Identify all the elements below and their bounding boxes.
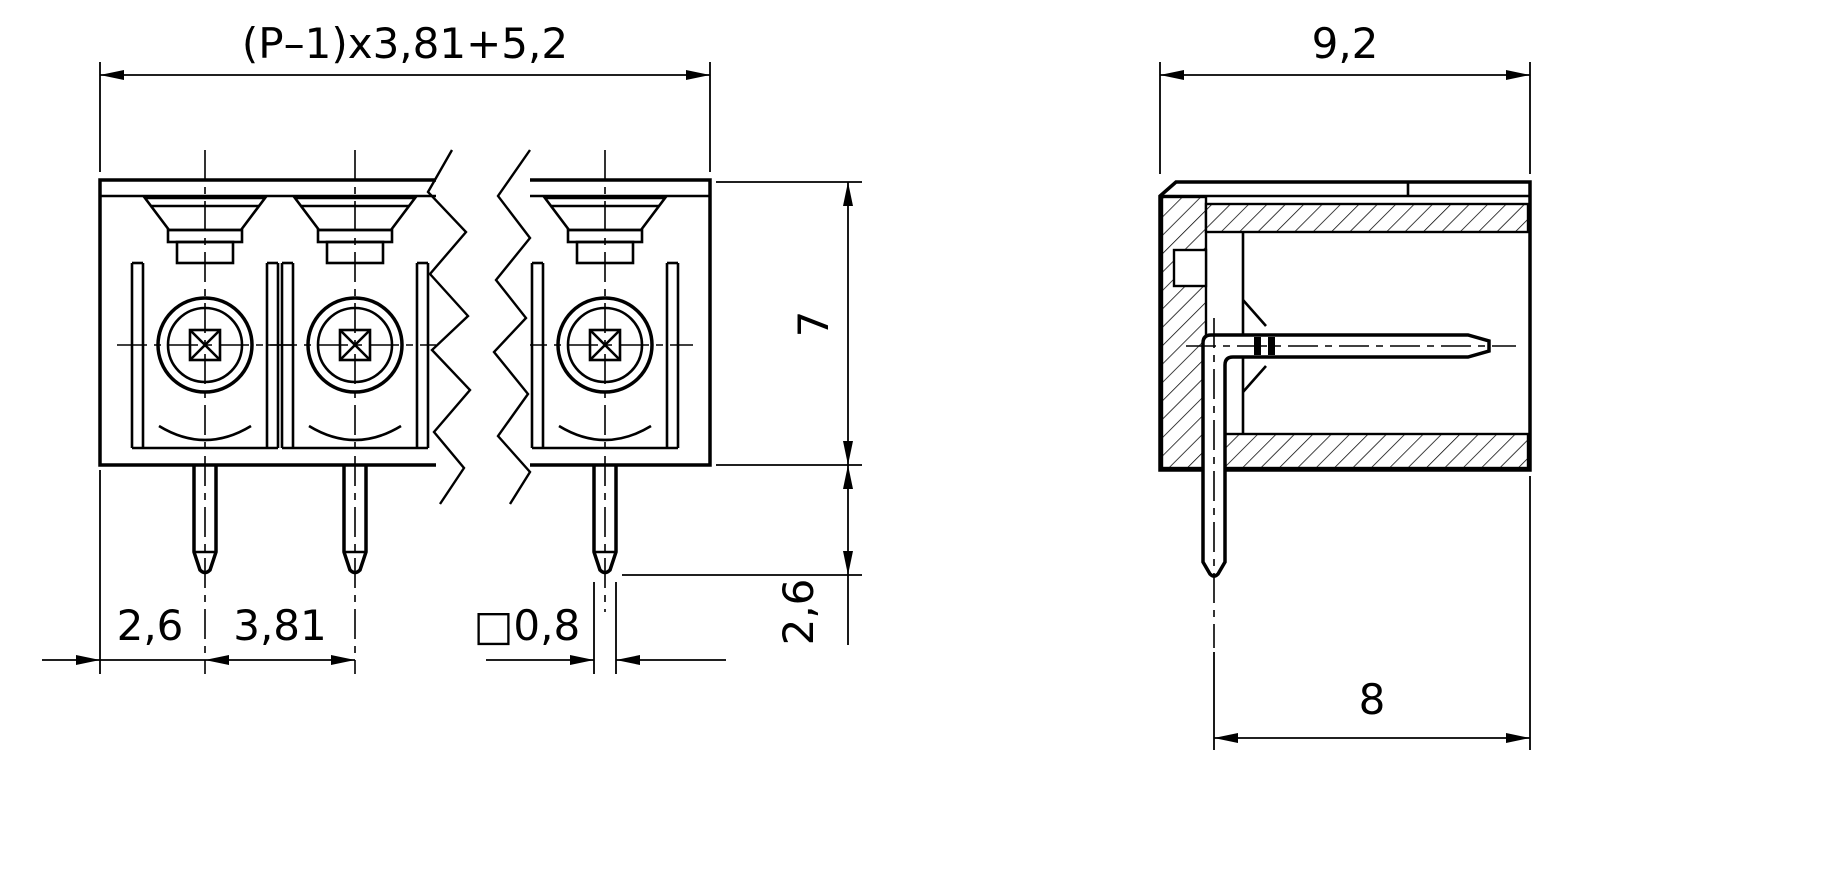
break-mask: [436, 148, 530, 508]
pin-support-chamfer-line: [1242, 365, 1267, 393]
dim-label-depth: 9,2: [1312, 19, 1379, 68]
dim-label-height: 7: [789, 311, 838, 338]
dim-label-pitch: 3,81: [233, 601, 327, 650]
clamp-saddle-curve: [158, 424, 252, 442]
front-view-dimensions: (P–1)x3,81+5,2 7 2,6 2,6 3,81 □0,8: [42, 19, 862, 674]
section-hatch-bottom-wall: [1204, 432, 1530, 470]
pin-support-chamfer-line: [1242, 299, 1267, 327]
dim-label-width-formula: (P–1)x3,81+5,2: [242, 19, 568, 68]
front-view: [98, 148, 712, 674]
dim-label-pin-square: □0,8: [474, 601, 580, 650]
housing-outline: [98, 178, 712, 467]
section-hatch-top-wall: [1204, 202, 1530, 234]
pin-retention-mark: [1268, 337, 1275, 355]
wall-notch: [1172, 248, 1208, 288]
clamp-saddle-curve: [558, 424, 652, 442]
housing-section-outline: [1158, 180, 1532, 472]
dim-label-pin-protrusion: 2,6: [774, 579, 823, 646]
clamp-saddle-curve: [308, 424, 402, 442]
section-hatch-left-wall: [1160, 195, 1208, 470]
break-line: [426, 149, 472, 505]
dim-label-pin-to-face: 8: [1359, 675, 1386, 724]
break-line: [492, 149, 532, 505]
dim-label-left-offset: 2,6: [117, 601, 184, 650]
side-view: [1158, 180, 1532, 648]
side-view-dimensions: 9,2 8: [1159, 19, 1531, 750]
